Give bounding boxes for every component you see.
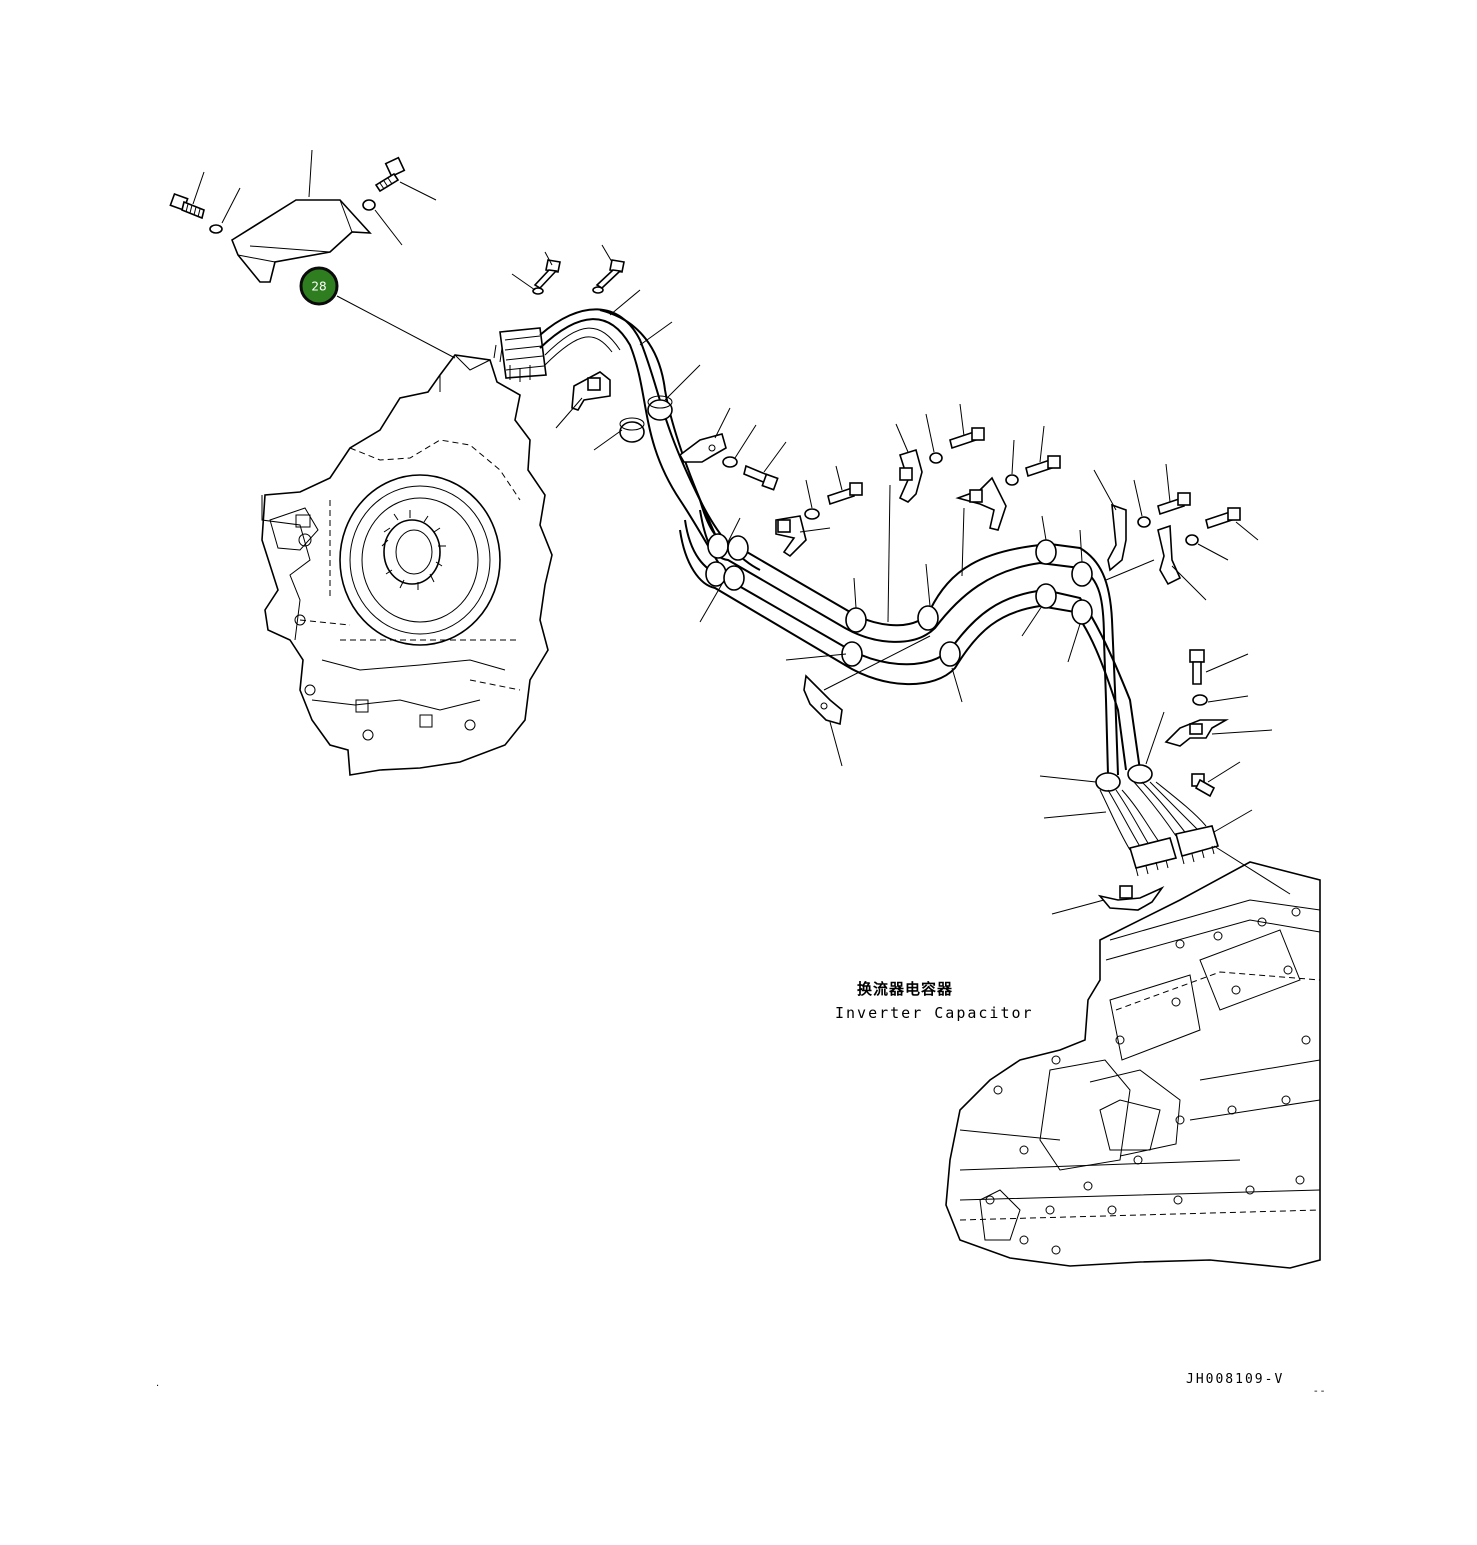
spline-gear [381,510,446,590]
clamp-mid [775,515,831,558]
left-margin-mark: . [156,1378,160,1389]
clamp-right-1 [1093,469,1127,572]
bolt-lower-right-2 [1191,761,1241,798]
leader-washer-center-1 [925,413,935,453]
leader-washer-center-2 [1011,439,1015,475]
grommet-pair-upper [593,395,673,451]
leader-bolt-center-1 [959,403,965,437]
callout-28-leader [336,295,456,359]
bolt-right-1 [1157,492,1191,516]
lower-connectors [1099,781,1291,895]
clamp-bottom [1051,885,1165,915]
washer-lower-right [1192,694,1208,706]
drawing-id-label: JH008109-V [1186,1372,1285,1387]
grommets-lower-run [1039,711,1165,819]
cable-run-main [679,499,1141,776]
leader-lines-top-left [192,149,437,246]
leader-washer-mid-1 [734,424,757,459]
bolt-center-2 [1025,455,1061,478]
bolt-right-2 [1205,507,1241,530]
washer-right-2 [1185,534,1199,546]
bolt-top-center [374,156,406,193]
washer-mid-1 [722,456,738,468]
washer-right-1 [1137,516,1151,528]
leader-center-long-2 [961,507,965,577]
leader-bolt-center-2 [1039,425,1045,463]
leader-washer-lower-right [1207,695,1249,703]
clamp-center-right [955,476,1007,531]
upper-connector-block [493,327,547,382]
leader-washer-right-2 [1197,543,1229,561]
leader-bolt-mid-1 [763,441,787,473]
corner-mark: - - [1314,1386,1325,1397]
leader-washer-right-1 [1133,479,1143,517]
bolt-mid-2 [827,482,863,506]
bolt-center-1 [949,427,985,450]
washer-center-1 [929,452,943,464]
leader-bolt-mid-2 [835,465,843,491]
bolt-top-left [169,192,205,220]
washer-top-left [209,224,223,234]
bolt-mid-1 [743,464,779,491]
bolt-connector-right [592,259,625,294]
clamp-right-2 [1105,524,1207,601]
motor-housing-assembly [261,354,553,776]
callout-28[interactable]: 28 [299,266,339,306]
capacitor-bolts [985,907,1311,1255]
washer-mid-2 [804,508,820,520]
inverter-capacitor-label-chinese: 换流器电容器 [857,980,954,998]
inverter-capacitor-unit [945,861,1321,1269]
clamp-lower-left [803,635,931,767]
leader-washer-mid-2 [805,479,813,509]
inverter-capacitor-label-english: Inverter Capacitor [835,1004,1034,1022]
bolt-connector-left [532,259,561,295]
leader-lines-main-run [699,515,1083,703]
washer-center-2 [1005,474,1019,486]
leader-bolt-right-2 [1235,521,1259,541]
clamp-upper-mid [678,407,731,463]
clamp-upper-left [555,371,611,429]
clamp-lower-right [1164,719,1273,747]
washer-top-center [362,199,376,211]
clamp-center-top [895,423,923,503]
leader-center-long-1 [887,484,891,623]
bolt-lower-right [1189,649,1249,685]
leader-bolt-right-1 [1165,463,1171,503]
leader-lines-connector [511,244,701,401]
cover-plate [231,199,372,283]
